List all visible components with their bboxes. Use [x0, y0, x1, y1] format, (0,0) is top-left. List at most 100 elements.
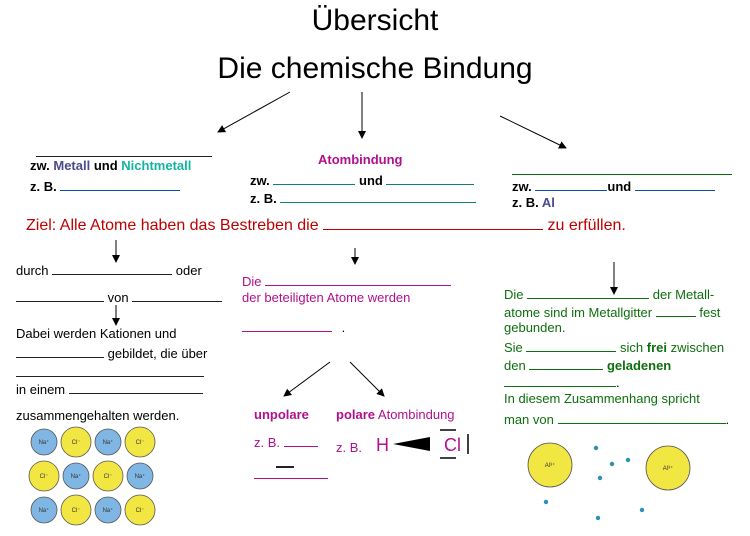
cl-ion [60, 426, 92, 458]
na-ion-label: Na⁺ [135, 473, 146, 480]
und-label: und [359, 173, 383, 188]
na-ion-label: Na⁺ [103, 439, 114, 446]
zw-label: zw. [250, 173, 270, 188]
right-zw-blank-1[interactable] [535, 177, 608, 191]
right-atome-blank[interactable] [655, 303, 696, 317]
left-branch-heading-blank[interactable] [36, 140, 212, 157]
arrow-unpolar [283, 361, 331, 397]
dot-label: . [725, 412, 730, 427]
right-den-blank[interactable] [529, 356, 604, 370]
left-durch-line: durch oder [16, 261, 202, 278]
na-ion [126, 462, 154, 490]
frei-label: frei [646, 340, 668, 355]
al-ion-label: Al³⁺ [663, 465, 674, 472]
center-zw-blank-1[interactable] [273, 171, 356, 185]
unpolar-example: z. B. [254, 433, 318, 450]
anionen-blank[interactable] [16, 344, 104, 358]
na-ion-label: Na⁺ [39, 507, 50, 514]
unpolare-label: unpolare [254, 407, 309, 422]
center-branch-zw: zw. und [250, 171, 475, 188]
left-zusammen-line: zusammengehalten werden. [16, 408, 180, 423]
zw-label: zw. [30, 158, 50, 173]
right-die-blank[interactable] [527, 285, 650, 299]
zwischen-label: zwischen [670, 340, 725, 355]
zb-label: z. B. [254, 435, 281, 450]
cl-ion-label: Cl⁻ [40, 474, 49, 480]
na-ion-label: Na⁺ [103, 507, 114, 514]
right-electrons-blank[interactable] [504, 373, 616, 387]
cl-ion [124, 494, 156, 526]
center-branch-example: z. B. [250, 189, 477, 206]
left-kationen-line: Dabei werden Kationen und [16, 326, 177, 341]
al-ion [527, 442, 573, 488]
goal-line: Ziel: Alle Atome haben das Bestreben die… [26, 213, 626, 235]
center-werden-blank[interactable] [242, 318, 332, 332]
den-label: den [504, 358, 526, 373]
right-die-line: Die der Metall- [504, 285, 714, 302]
geladenen-label: geladenen [606, 358, 672, 373]
na-ion [30, 428, 58, 456]
right-den-line: den geladenen [504, 356, 671, 373]
polar-h-symbol: H [376, 435, 389, 455]
der-metall-label: der Metall- [652, 287, 715, 302]
na-ion-label: Na⁺ [39, 439, 50, 446]
oder-label: oder [175, 263, 202, 278]
cl-ion-label: Cl⁻ [136, 440, 145, 446]
fest-label: fest [699, 305, 721, 320]
cl-ion [60, 494, 92, 526]
center-die-blank[interactable] [265, 272, 452, 286]
atome-sind-label: atome sind im Metallgitter [504, 305, 653, 320]
left-von-line: von [16, 288, 223, 305]
right-sie-blank[interactable] [526, 338, 617, 352]
die-label: Die [504, 287, 524, 302]
na-ion [94, 428, 122, 456]
polar-example: z. B. [336, 440, 363, 455]
left-example-blank[interactable] [60, 177, 181, 191]
in-einem-blank[interactable] [68, 380, 203, 394]
arrow-polar [349, 361, 385, 397]
die-label: Die [242, 274, 262, 289]
right-branch-example: z. B. Al [512, 195, 555, 210]
cl-ion [124, 426, 156, 458]
von-blank-1[interactable] [16, 288, 104, 302]
electron-dot [543, 499, 549, 505]
right-man-von-blank[interactable] [557, 410, 726, 424]
polar-bond-wedge [393, 437, 430, 451]
right-zw-blank-2[interactable] [634, 177, 715, 191]
zb-label: z. B. [250, 191, 277, 206]
cl-ion-label: Cl⁻ [136, 508, 145, 514]
arrow-right [499, 115, 567, 149]
al-ion [645, 445, 691, 491]
unpolar-example-blank[interactable] [283, 433, 318, 447]
al-example: Al [541, 195, 555, 210]
zb-label: z. B. [512, 195, 539, 210]
dot-label: . [341, 320, 346, 335]
page-subtitle: Die chemische Bindung [217, 52, 533, 85]
center-zw-blank-2[interactable] [386, 171, 475, 185]
center-branch-heading: Atombindung [318, 152, 403, 167]
right-atome-line: atome sind im Metallgitter fest [504, 303, 720, 320]
goal-blank[interactable] [323, 213, 544, 230]
cl-ion-label: Cl⁻ [72, 508, 81, 514]
electron-dot [593, 445, 599, 451]
right-gebunden-line: gebunden. [504, 320, 566, 335]
left-extra-blank[interactable] [16, 360, 204, 377]
right-zusammenhang-line: In diesem Zusammenhang spricht [504, 391, 700, 406]
polar-cl-symbol: Cl [444, 435, 461, 455]
na-ion [62, 462, 90, 490]
dot-label: . [616, 375, 620, 390]
unpolar-name-blank[interactable] [254, 462, 328, 479]
zb-label: z. B. [30, 179, 57, 194]
durch-blank[interactable] [52, 261, 173, 275]
left-in-einem-line: in einem [16, 380, 203, 397]
und-label: und [607, 179, 632, 194]
polare-atombindung-label: polare Atombindung [336, 407, 455, 422]
right-branch-heading-blank[interactable] [512, 158, 732, 175]
center-example-blank[interactable] [280, 189, 477, 203]
na-ion-label: Na⁺ [71, 473, 82, 480]
goal-text-after: zu erfüllen. [547, 217, 626, 234]
von-blank-2[interactable] [132, 288, 223, 302]
left-gebildet-line: gebildet, die über [16, 344, 207, 361]
atombindung-label: Atombindung [377, 407, 455, 422]
